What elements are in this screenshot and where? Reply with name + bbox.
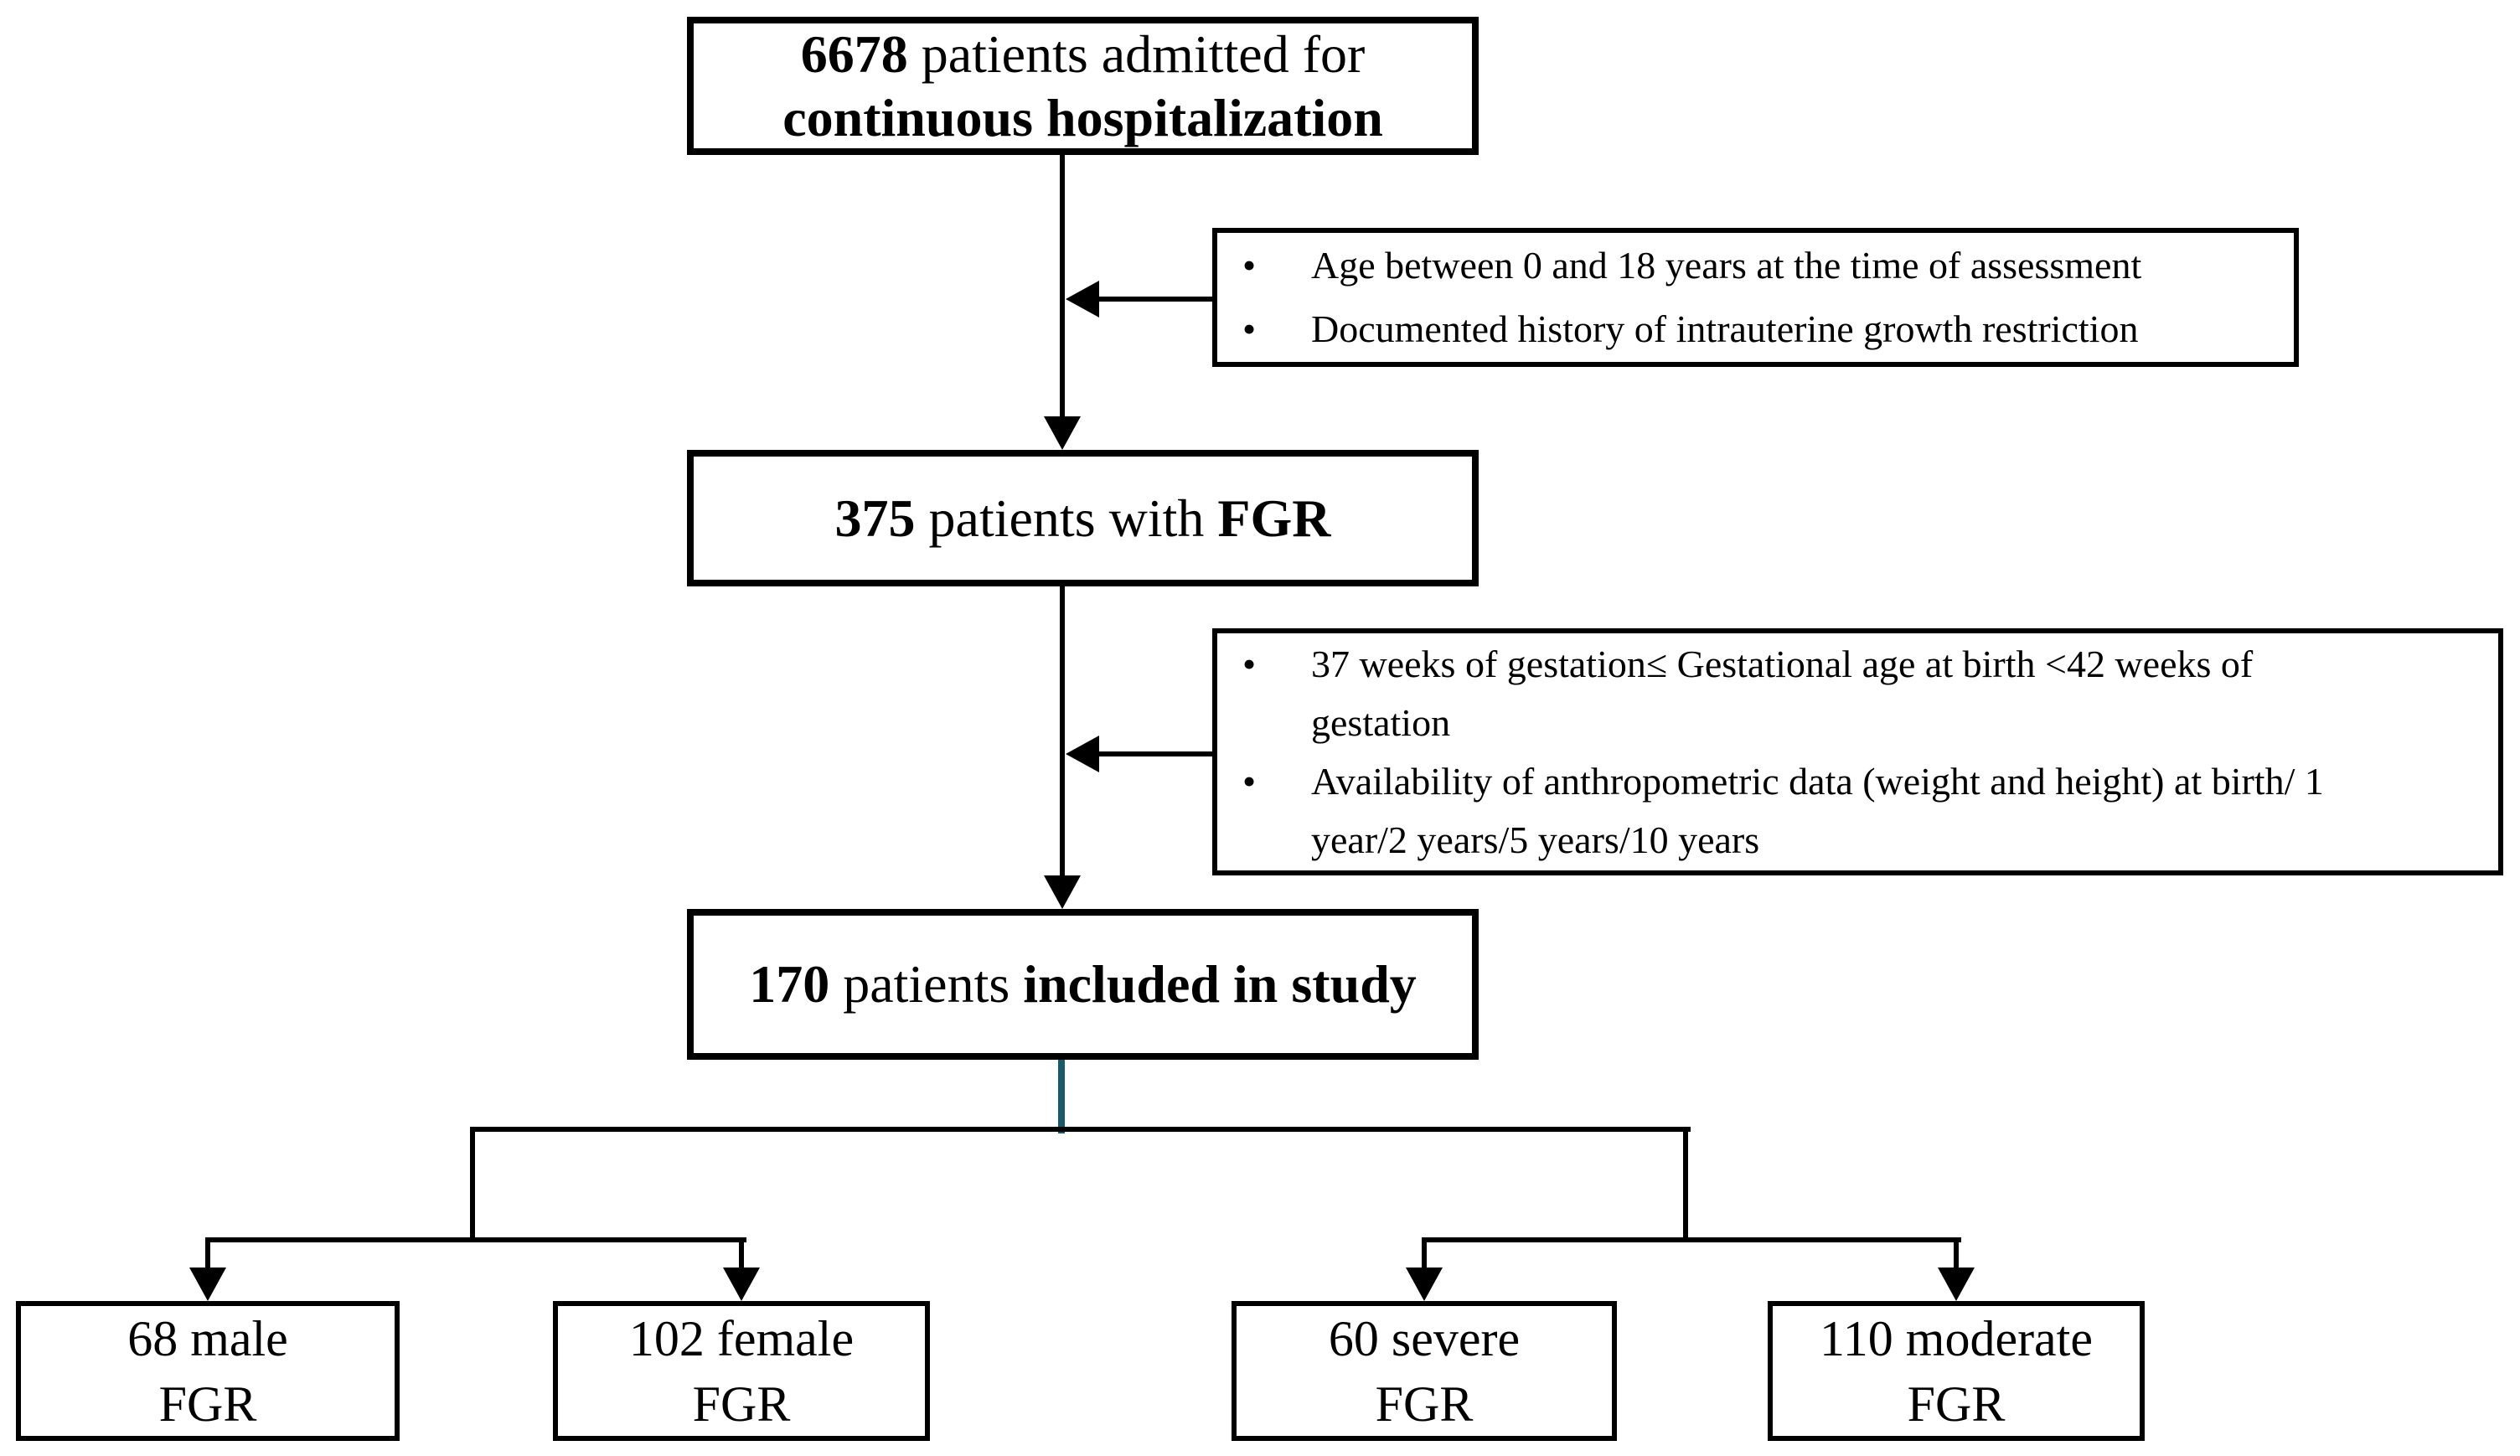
moderate-fgr-line-1: 110 moderate xyxy=(1820,1310,2093,1366)
connector-line-female xyxy=(739,1242,744,1271)
included-text: patients xyxy=(829,954,1024,1014)
bullet-icon: • xyxy=(1242,759,1257,803)
admitted-line-1: 6678 patients admitted for xyxy=(801,23,1366,86)
connector-line-top-to-fgr xyxy=(1060,155,1065,421)
branch-severity-horizontal-line xyxy=(1422,1237,1961,1242)
criteria-item: • Age between 0 and 18 years at the time… xyxy=(1217,234,2294,297)
severe-fgr-line-2: FGR xyxy=(1375,1376,1474,1432)
criteria-text: 37 weeks of gestation≤ Gestational age a… xyxy=(1311,642,2254,685)
included-count: 170 xyxy=(749,954,830,1014)
teal-connector-line xyxy=(1058,1060,1065,1133)
box-male-fgr: 68 male FGR xyxy=(16,1301,400,1441)
arrowhead-down-icon xyxy=(723,1268,760,1301)
connector-line-criteria2 xyxy=(1099,751,1212,756)
arrowhead-down-icon xyxy=(1044,875,1081,909)
box-included-patients: 170 patients included in study xyxy=(687,909,1479,1060)
female-fgr-line-2: FGR xyxy=(692,1376,791,1432)
criteria-item: • Documented history of intrauterine gro… xyxy=(1217,297,2294,361)
inclusion-criteria-box-1: • Age between 0 and 18 years at the time… xyxy=(1212,228,2299,367)
arrowhead-down-icon xyxy=(1044,416,1081,450)
criteria-text: year/2 years/5 years/10 years xyxy=(1311,818,1760,861)
male-fgr-line-1: 68 male xyxy=(127,1310,288,1366)
connector-line-severe xyxy=(1422,1242,1427,1271)
branch-sex-horizontal-line xyxy=(205,1237,746,1242)
criteria-text: Documented history of intrauterine growt… xyxy=(1311,307,2139,350)
criteria-item: • 37 weeks of gestation≤ Gestational age… xyxy=(1217,635,2498,752)
female-fgr-line-1: 102 female xyxy=(628,1310,855,1366)
male-fgr-line-2: FGR xyxy=(158,1376,257,1432)
arrowhead-left-icon xyxy=(1066,736,1099,772)
criteria-text: gestation xyxy=(1311,700,1451,744)
connector-line-criteria1 xyxy=(1099,297,1212,302)
admitted-text: patients admitted for xyxy=(907,23,1366,84)
fgr-abbrev: FGR xyxy=(1217,488,1331,548)
included-line: 170 patients included in study xyxy=(749,953,1417,1016)
fgr-line: 375 patients with FGR xyxy=(835,487,1331,550)
moderate-fgr-line-2: FGR xyxy=(1907,1376,2006,1432)
criteria-text: Age between 0 and 18 years at the time o… xyxy=(1311,244,2142,287)
admitted-line-2: continuous hospitalization xyxy=(782,86,1383,150)
fgr-text: patients with xyxy=(915,488,1218,548)
connector-line-male xyxy=(205,1242,210,1271)
severe-fgr-line-1: 60 severe xyxy=(1328,1310,1521,1366)
arrowhead-down-icon xyxy=(1406,1268,1443,1301)
included-study-text: included in study xyxy=(1023,954,1417,1014)
box-fgr-patients: 375 patients with FGR xyxy=(687,450,1479,586)
admitted-hospitalization-text: continuous hospitalization xyxy=(782,87,1383,147)
admitted-count: 6678 xyxy=(800,23,908,84)
box-moderate-fgr: 110 moderate FGR xyxy=(1768,1301,2145,1441)
box-female-fgr: 102 female FGR xyxy=(553,1301,930,1441)
fgr-count: 375 xyxy=(834,488,916,548)
bullet-icon: • xyxy=(1242,244,1257,287)
connector-line-moderate xyxy=(1954,1242,1959,1271)
arrowhead-left-icon xyxy=(1066,281,1099,318)
criteria-item: • Availability of anthropometric data (w… xyxy=(1217,752,2498,870)
criteria-text: Availability of anthropometric data (wei… xyxy=(1311,759,2324,803)
box-severe-fgr: 60 severe FGR xyxy=(1232,1301,1617,1441)
arrowhead-down-icon xyxy=(1938,1268,1975,1301)
branch-right-vertical-line xyxy=(1683,1127,1688,1242)
box-admitted-patients: 6678 patients admitted for continuous ho… xyxy=(687,17,1479,155)
arrowhead-down-icon xyxy=(189,1268,226,1301)
inclusion-criteria-box-2: • 37 weeks of gestation≤ Gestational age… xyxy=(1212,628,2503,875)
bullet-icon: • xyxy=(1242,642,1257,685)
branch-main-horizontal-line xyxy=(470,1127,1691,1132)
connector-line-fgr-to-included xyxy=(1060,586,1065,880)
branch-left-vertical-line xyxy=(470,1127,475,1242)
bullet-icon: • xyxy=(1242,307,1257,350)
